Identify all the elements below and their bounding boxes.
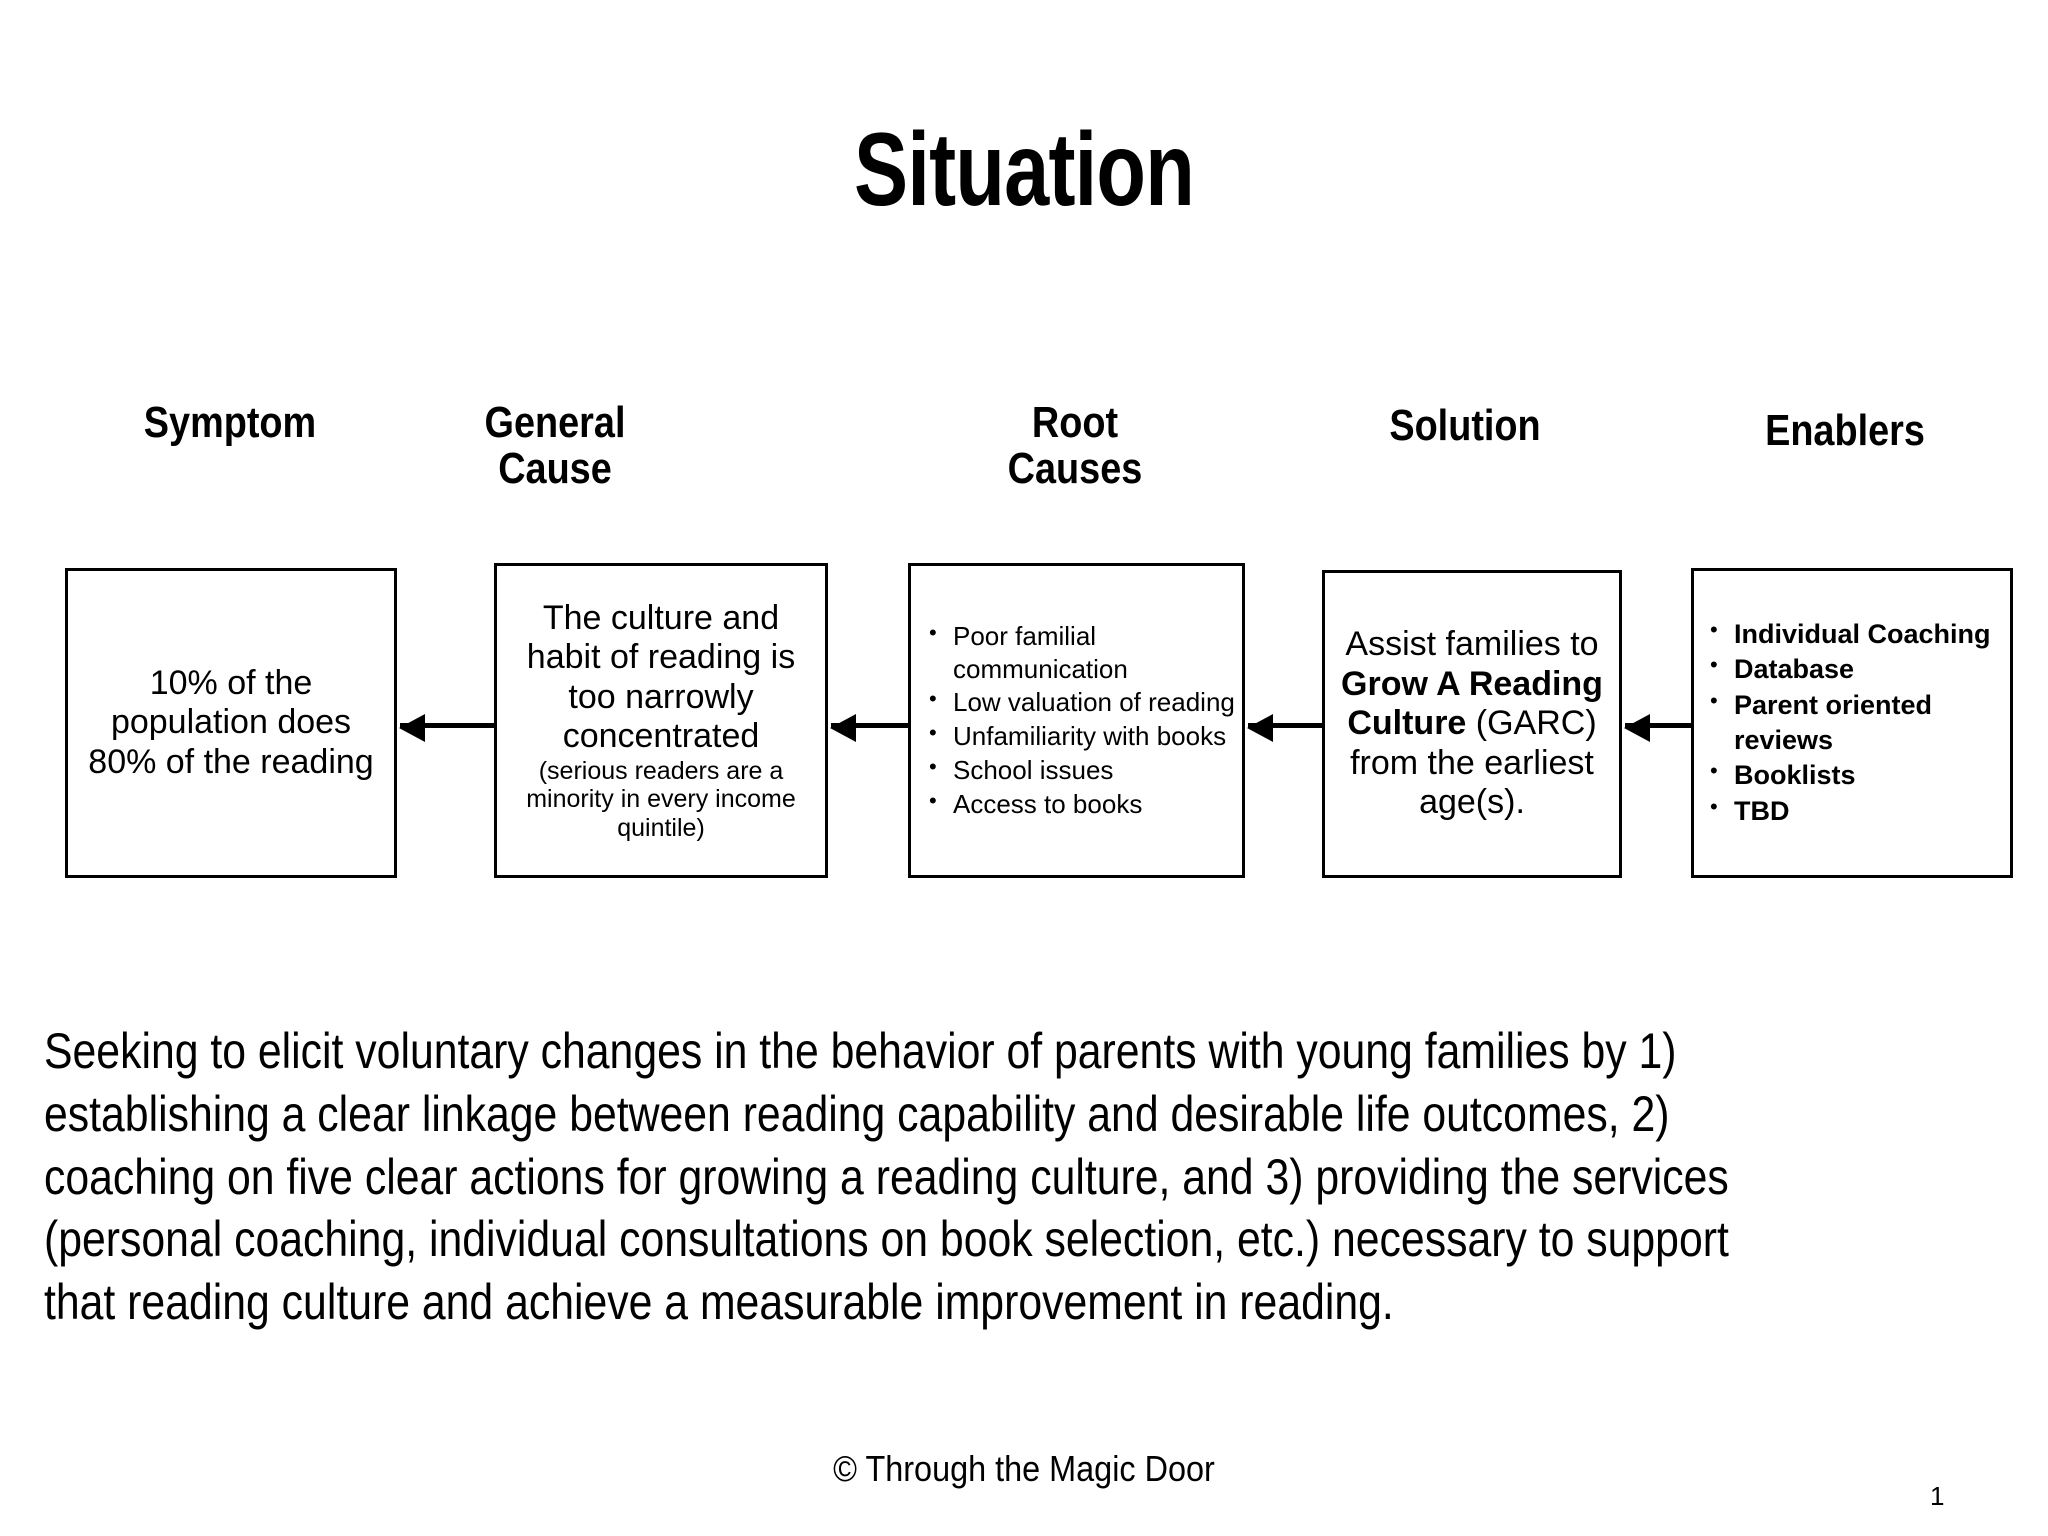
root-causes-list: Poor familial communication Low valuatio…: [911, 619, 1242, 822]
column-header-general-cause-line1: General: [484, 398, 626, 447]
column-header-symptom: Symptom: [80, 398, 381, 447]
column-header-root-causes-line2: Causes: [1007, 444, 1143, 494]
list-item: Low valuation of reading: [927, 685, 1236, 719]
flow-arrow-1-icon: [399, 714, 494, 742]
column-header-enablers-line1: Enablers: [1765, 406, 1925, 455]
list-item: Parent oriented reviews: [1708, 687, 2004, 757]
column-header-solution: Solution: [1340, 401, 1589, 450]
flow-arrow-4-icon: [1624, 714, 1691, 742]
box-solution-text: Assist families to Grow A Reading Cultur…: [1325, 625, 1619, 822]
list-item: Database: [1708, 651, 2004, 687]
list-item: TBD: [1708, 793, 2004, 829]
column-header-root-causes: Root Causes: [968, 398, 1183, 494]
flow-arrow-2-icon: [830, 714, 908, 742]
column-header-symptom-line1: Symptom: [143, 398, 317, 447]
box-general-cause: The culture and habit of reading is too …: [494, 563, 828, 878]
box-general-cause-subtext: (serious readers are a minority in every…: [526, 756, 796, 842]
column-header-general-cause: General Cause: [452, 398, 658, 494]
enablers-list: Individual Coaching Database Parent orie…: [1694, 616, 2010, 829]
box-enablers: Individual Coaching Database Parent orie…: [1691, 568, 2013, 878]
column-header-general-cause-line2: Cause: [498, 444, 612, 494]
box-symptom-text: 10% of the population does 80% of the re…: [88, 663, 374, 781]
box-solution-emphasis: Grow A Reading Culture: [1341, 664, 1603, 743]
box-solution-tail: (GARC) from the earliest age(s).: [1350, 704, 1597, 822]
flow-arrow-3-icon: [1247, 714, 1324, 742]
column-header-enablers: Enablers: [1720, 406, 1969, 455]
box-general-cause-text: The culture and habit of reading is too …: [526, 598, 796, 756]
page-title: Situation: [854, 112, 1195, 228]
footer-copyright: © Through the Magic Door: [833, 1448, 1215, 1489]
list-item: Access to books: [927, 787, 1236, 821]
column-header-root-causes-line1: Root: [1031, 398, 1119, 447]
list-item: Unfamiliarity with books: [927, 719, 1236, 753]
list-item: Individual Coaching: [1708, 616, 2004, 652]
box-solution: Assist families to Grow A Reading Cultur…: [1322, 570, 1622, 878]
box-solution-lead: Assist families to: [1345, 625, 1599, 664]
page-number: 1: [1930, 1481, 1945, 1511]
list-item: Booklists: [1708, 757, 2004, 793]
box-symptom: 10% of the population does 80% of the re…: [65, 568, 397, 878]
list-item: Poor familial communication: [927, 619, 1236, 686]
body-paragraph: Seeking to elicit voluntary changes in t…: [44, 1023, 1729, 1330]
column-header-solution-line1: Solution: [1389, 401, 1541, 450]
box-root-causes: Poor familial communication Low valuatio…: [908, 563, 1245, 878]
list-item: School issues: [927, 753, 1236, 787]
